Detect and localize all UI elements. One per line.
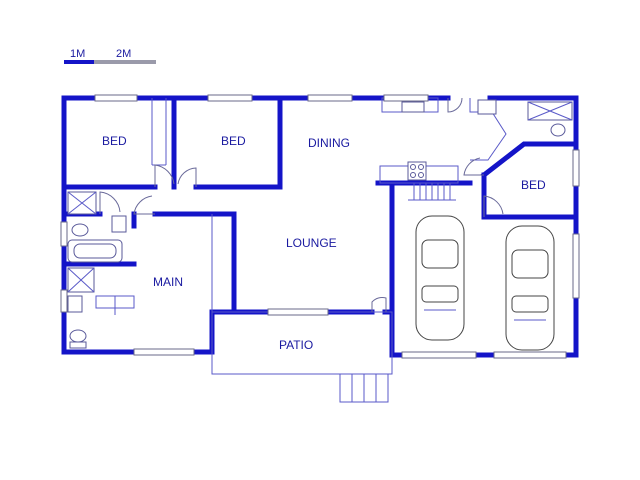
wall-bed2-right bbox=[193, 95, 283, 190]
toilet-2 bbox=[69, 329, 87, 343]
room-label-bed-1: BED bbox=[102, 134, 127, 148]
door-garage bbox=[483, 195, 504, 217]
room-label-bed-3: BED bbox=[521, 178, 546, 192]
room-label-patio: PATIO bbox=[279, 338, 313, 352]
door-bed2 bbox=[177, 167, 197, 187]
stove bbox=[407, 161, 427, 181]
room-labels: BED BED DINING BED LOUNGE MAIN PATIO bbox=[102, 134, 546, 352]
window-bed2 bbox=[207, 94, 253, 102]
car-2 bbox=[505, 225, 555, 351]
windows bbox=[60, 94, 580, 359]
kitchen-sink bbox=[401, 101, 425, 113]
door-patio bbox=[371, 297, 387, 312]
toilet-1 bbox=[71, 223, 89, 237]
window-garage bbox=[572, 233, 580, 299]
room-label-main: MAIN bbox=[153, 275, 183, 289]
garage-cars bbox=[415, 215, 555, 351]
window-garage-bottom-2 bbox=[493, 351, 567, 359]
window-garage-bottom-1 bbox=[401, 351, 477, 359]
window-lounge bbox=[267, 308, 329, 316]
window-main bbox=[133, 348, 195, 356]
scale-bar: 1M 2M bbox=[64, 48, 156, 64]
scale-label-1m: 1M bbox=[70, 48, 85, 60]
basin-3 bbox=[477, 99, 497, 115]
car-1 bbox=[415, 215, 465, 341]
window-bed1 bbox=[94, 94, 138, 102]
basin-1 bbox=[111, 215, 127, 233]
door-bath bbox=[99, 191, 121, 214]
scale-label-2m: 2M bbox=[116, 48, 131, 60]
basin-2 bbox=[67, 295, 83, 313]
window-kitchen bbox=[383, 94, 429, 102]
doors bbox=[99, 97, 504, 312]
fixtures bbox=[67, 99, 573, 349]
door-bed3 bbox=[463, 157, 484, 176]
room-label-lounge: LOUNGE bbox=[286, 236, 337, 250]
wall-main-top bbox=[152, 211, 237, 315]
door-bed1 bbox=[154, 164, 175, 187]
door-kitchen bbox=[447, 97, 463, 113]
wall-bed3-top bbox=[480, 141, 579, 179]
room-label-bed-2: BED bbox=[221, 134, 246, 148]
passage-outline bbox=[469, 98, 507, 161]
room-label-dining: DINING bbox=[308, 136, 350, 150]
window-dining bbox=[307, 94, 353, 102]
window-ensuite bbox=[60, 289, 68, 313]
window-bath bbox=[60, 221, 68, 247]
door-main bbox=[133, 195, 155, 215]
window-bed3 bbox=[572, 149, 580, 187]
toilet-3 bbox=[550, 123, 566, 137]
wall-top-right bbox=[487, 95, 579, 147]
